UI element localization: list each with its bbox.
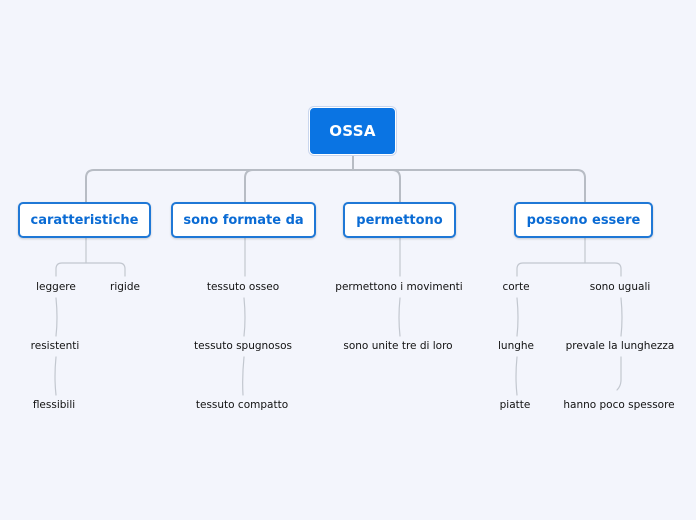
leaf-sono-unite-tre-di-loro[interactable]: sono unite tre di loro xyxy=(343,340,453,352)
leaf-leggere[interactable]: leggere xyxy=(36,281,76,293)
branch-permettono[interactable]: permettono xyxy=(343,202,456,238)
leaf-prevale-la-lunghezza[interactable]: prevale la lunghezza xyxy=(565,340,675,352)
leaf-tessuto-osseo[interactable]: tessuto osseo xyxy=(206,281,280,293)
root-topic-label: OSSA xyxy=(329,122,376,140)
leaf-lunghe[interactable]: lunghe xyxy=(497,340,535,352)
leaf-flessibili[interactable]: flessibili xyxy=(32,399,76,411)
root-topic-ossa[interactable]: OSSA xyxy=(309,107,396,155)
branch-sono-formate-da[interactable]: sono formate da xyxy=(171,202,316,238)
branch-caratteristiche[interactable]: caratteristiche xyxy=(18,202,151,238)
leaf-corte[interactable]: corte xyxy=(502,281,530,293)
branch-label: permettono xyxy=(356,212,443,228)
branch-label: possono essere xyxy=(526,212,641,228)
branch-possono-essere[interactable]: possono essere xyxy=(514,202,653,238)
leaf-tessuto-compatto[interactable]: tessuto compatto xyxy=(195,399,289,411)
leaf-resistenti[interactable]: resistenti xyxy=(30,340,80,352)
leaf-rigide[interactable]: rigide xyxy=(110,281,140,293)
leaf-sono-uguali[interactable]: sono uguali xyxy=(589,281,651,293)
leaf-permettono-i-movimenti[interactable]: permettono i movimenti xyxy=(335,281,463,293)
branch-label: caratteristiche xyxy=(30,212,139,228)
leaf-tessuto-spugnosos[interactable]: tessuto spugnosos xyxy=(194,340,292,352)
branch-label: sono formate da xyxy=(183,212,304,228)
leaf-hanno-poco-spessore[interactable]: hanno poco spessore xyxy=(563,399,675,411)
leaf-piatte[interactable]: piatte xyxy=(499,399,531,411)
